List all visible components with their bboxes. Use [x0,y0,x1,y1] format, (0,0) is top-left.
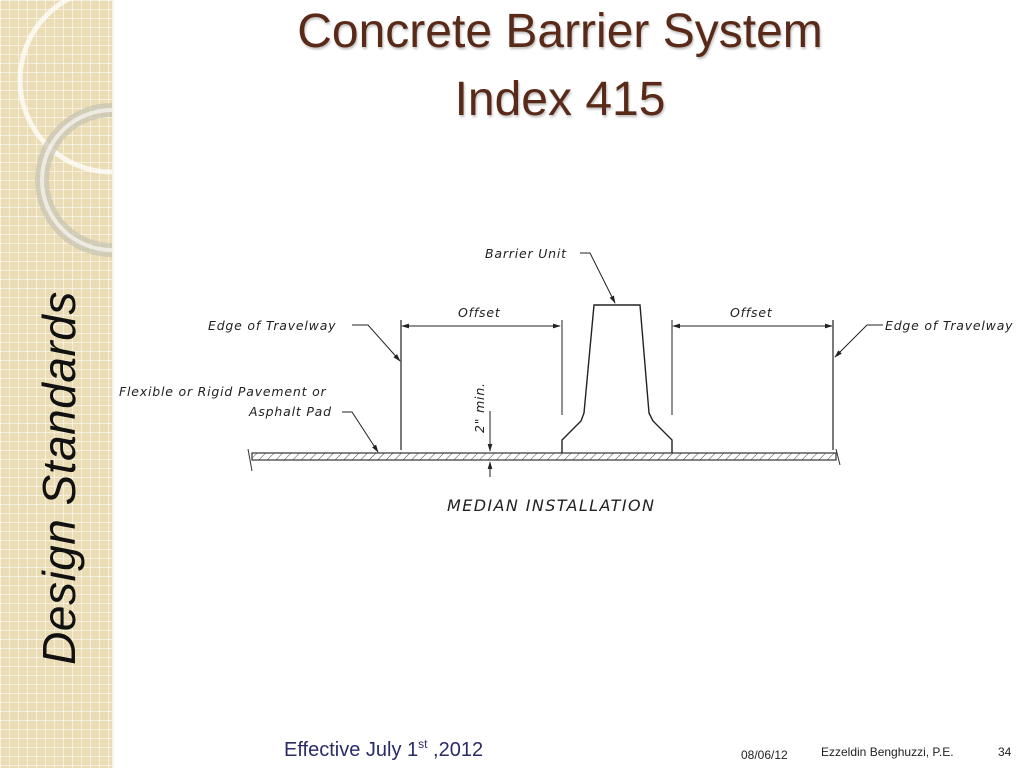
sidebar-edge [112,0,115,768]
sidebar-decoration: Design Standards [0,0,112,768]
slide-title-line2: Index 415 [454,73,666,126]
pavement-label-line2: Asphalt Pad [248,404,332,419]
side-title: Design Standards [33,291,85,665]
effective-date-text: Effective July 1st ,2012 [284,737,483,762]
page-number: 34 [998,745,1012,759]
pavement-slab [247,448,841,472]
median-installation-diagram: Barrier Unit Offset Offset Edge of Trave… [119,246,1013,515]
edge-of-travelway-label-left: Edge of Travelway [208,318,336,333]
effective-suffix: ,2012 [427,739,484,761]
offset-label-left: Offset [458,305,501,320]
edge-of-travelway-label-right: Edge of Travelway [885,318,1013,333]
barrier-unit-label: Barrier Unit [485,246,567,261]
effective-superscript: st [418,737,428,751]
pavement-label-line1: Flexible or Rigid Pavement or [119,384,327,399]
offset-dimension-left [401,320,563,415]
barrier-unit-shape [561,304,673,453]
offset-dimension-right [671,320,833,415]
footer-date: 08/06/12 [741,748,788,762]
diagram-caption: MEDIAN INSTALLATION [447,496,655,515]
effective-prefix: Effective July 1 [284,739,419,761]
slide-title-line1: Concrete Barrier System [297,5,823,58]
footer-author: Ezzeldin Benghuzzi, P.E. [821,745,954,759]
leader-lines [342,252,883,453]
min-thickness-label: 2" min. [472,382,487,433]
offset-label-right: Offset [730,305,773,320]
decorative-circles-graphic [17,0,112,257]
